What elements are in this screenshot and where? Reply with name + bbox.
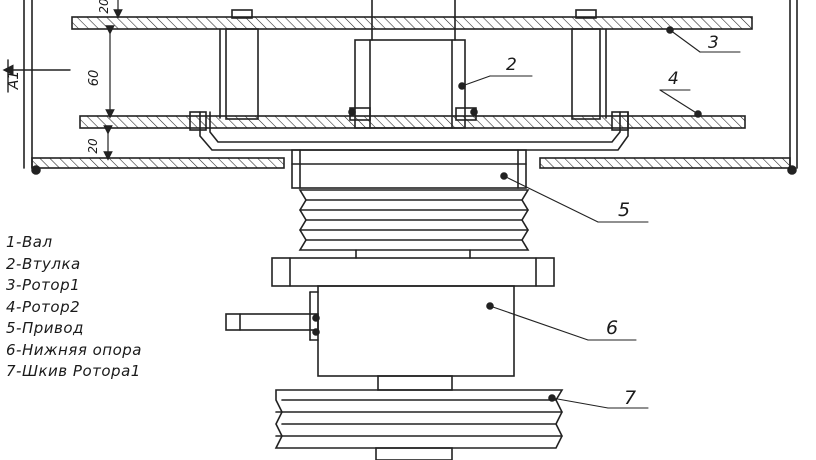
- callout-3: 3: [708, 33, 719, 53]
- dimension-20-top-label: 20: [97, 0, 111, 14]
- view-label: A1: [6, 71, 22, 90]
- parts-legend: 1-Вал 2-Втулка 3-Ротор1 4-Ротор2 5-Приво…: [6, 232, 206, 383]
- rotor1-disc: [71, 16, 753, 30]
- leader-lines: [461, 29, 741, 409]
- callout-4: 4: [668, 69, 679, 89]
- dimension-60-label: 60: [87, 70, 102, 87]
- view-arrow: [2, 59, 71, 93]
- callout-7: 7: [624, 387, 636, 409]
- callout-dots: [31, 26, 797, 402]
- rotor1-posts: [219, 9, 607, 120]
- callout-2: 2: [506, 55, 517, 75]
- callout-6: 6: [606, 317, 618, 339]
- legend-item-drive: 5-Привод: [6, 319, 84, 337]
- legend-item-rotor2: 4-Ротор2: [6, 297, 81, 316]
- legend-item-rotor1: 3-Ротор1: [6, 276, 81, 294]
- legend-item-rotor1-pulley: 7-Шкив Ротора1: [6, 362, 141, 380]
- callout-5: 5: [618, 199, 630, 221]
- flange-plate: [271, 249, 555, 287]
- dimension-20-bottom-label: 20: [86, 138, 100, 154]
- rotor1-pulley: [274, 389, 564, 449]
- legend-item-lower-support: 6-Нижняя опора: [6, 340, 142, 359]
- drive-housing: [291, 149, 527, 189]
- drive-pulley: [298, 189, 530, 251]
- legend-item-shaft: 1-Вал: [6, 233, 53, 251]
- housing-frame: [23, 0, 798, 169]
- rotor2-disc: [79, 115, 746, 129]
- lower-support: [225, 285, 515, 377]
- legend-item-bushing: 2-Втулка: [6, 254, 81, 273]
- base-plate: [31, 157, 791, 169]
